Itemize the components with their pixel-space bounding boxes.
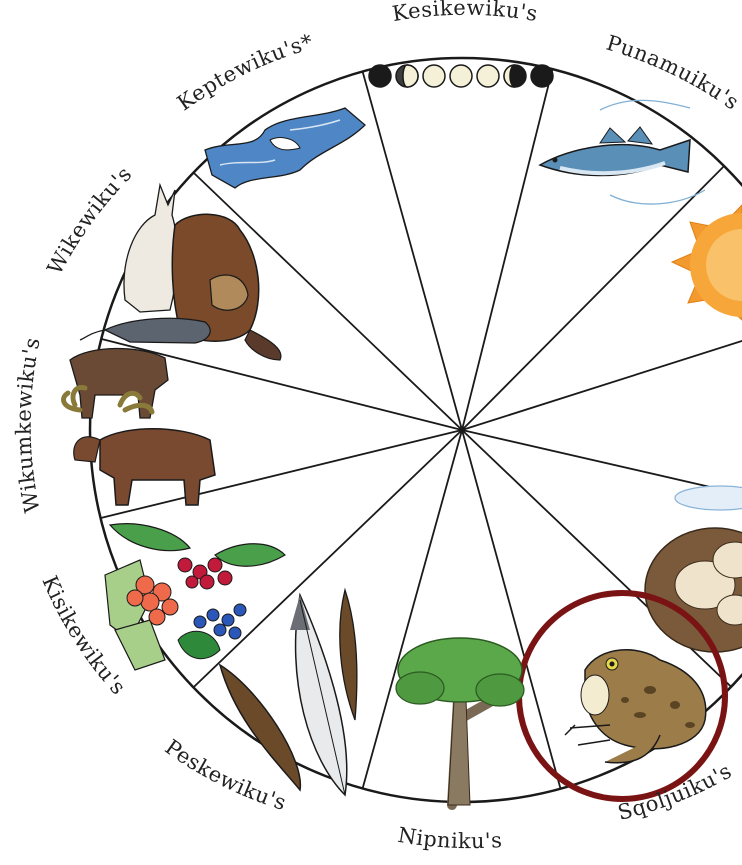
month-label-wikumkewikus: Wikumkewiku's bbox=[12, 335, 45, 514]
month-label-kesikewikus: Kesikewiku's bbox=[390, 0, 539, 26]
month-label-sqoljuikus: Sqoljuiku's bbox=[615, 759, 735, 825]
month-label-nipnikus: Nipniku's bbox=[396, 823, 503, 853]
month-label-wikewikus: Wikewiku's bbox=[43, 162, 137, 279]
